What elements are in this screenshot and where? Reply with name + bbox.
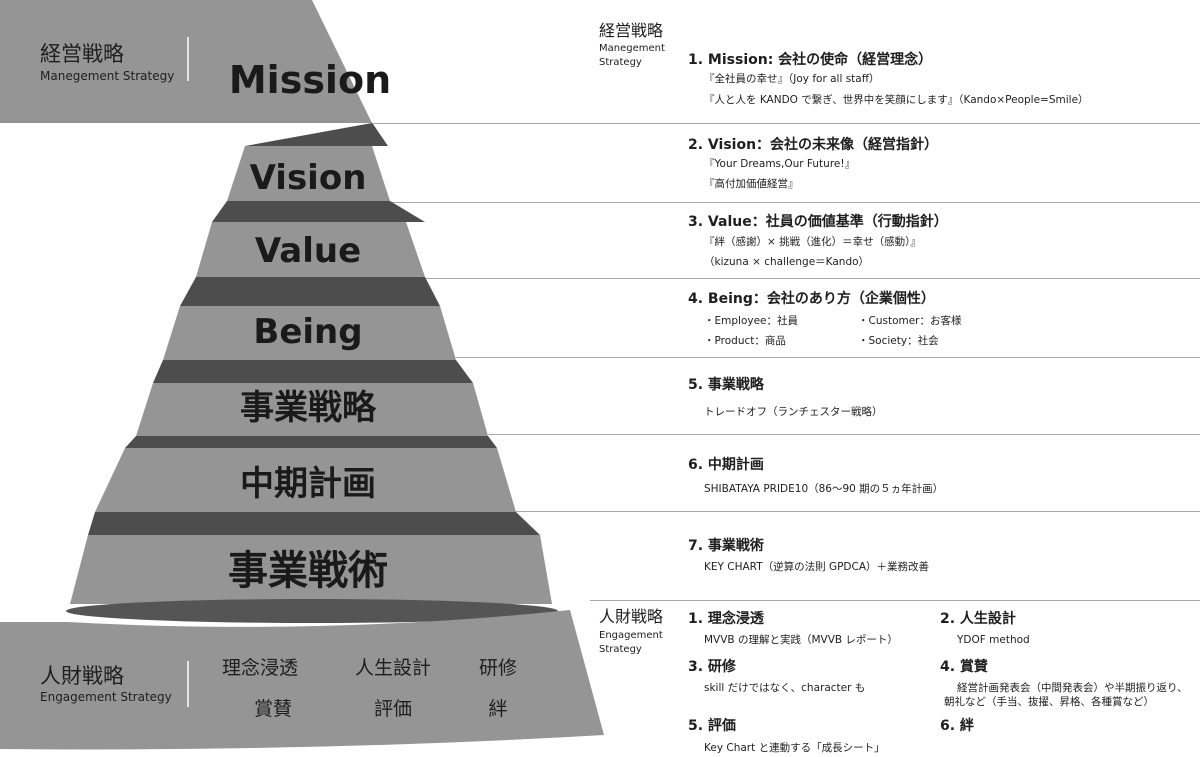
layer-business-tactics: [70, 535, 552, 604]
item-business-strategy-title: 5. 事業戦略: [688, 377, 764, 393]
item-business-strategy-line-1: トレードオフ（ランチェスター戦略）: [704, 406, 883, 418]
management-title-en: Manegement Strategy: [40, 69, 175, 83]
layer-label-mission: Mission: [228, 58, 392, 102]
item-mission-title: 1. Mission: 会社の使命（経営理念）: [688, 52, 933, 68]
item-value-line-1: 『絆（感謝）× 挑戦（進化）＝幸せ（感動）』: [704, 236, 921, 248]
layer-label-mid-term-plan: 中期計画: [240, 464, 376, 504]
item-value-title: 3. Value：社員の価値基準（行動指針）: [688, 214, 948, 230]
eng-item-philosophy-line-1: MVVB の理解と実践（MVVB レポート）: [704, 634, 898, 646]
mission-block: [0, 0, 372, 123]
eng-item-praise-line-2: 朝礼など（手当、抜擢、昇格、各種賞など）: [944, 696, 1154, 708]
engagement-header-jp: 人財戦略: [599, 607, 664, 626]
eng-item-bond-title: 6. 絆: [940, 718, 974, 734]
engagement-title-jp: 人財戦略: [40, 664, 124, 688]
item-vision-line-2: 『高付加価値経営』: [704, 178, 799, 190]
layer-being: [163, 306, 456, 360]
item-mid-term-plan-line-1: SHIBATAYA PRIDE10（86～90 期の５ヵ年計画）: [704, 483, 944, 495]
item-being-bullet-product: ・Product：商品: [704, 335, 786, 347]
eng-item-evaluation-line-1: Key Chart と連動する「成長シート」: [704, 742, 885, 754]
layer-mid-term-plan: [95, 448, 516, 512]
cell-praise: 賞賛: [253, 698, 292, 720]
item-being-title: 4. Being：会社のあり方（企業個性）: [688, 291, 935, 307]
item-value-line-2: （kizuna × challenge＝Kando）: [704, 256, 870, 268]
layer-vision: [227, 146, 390, 201]
item-mid-term-plan-title: 6. 中期計画: [688, 457, 764, 473]
item-mission-line-2: 『人と人を KANDO で繋ぎ、世界中を笑顔にします』（Kando×People…: [704, 94, 1089, 106]
management-header-jp: 経営戦略: [599, 21, 664, 40]
layer-label-business-tactics: 事業戦術: [228, 548, 388, 594]
eng-item-philosophy-title: 1. 理念浸透: [688, 611, 764, 627]
layer-business-strategy: [136, 383, 488, 436]
item-business-tactics-line-1: KEY CHART（逆算の法則 GPDCA）＋業務改善: [704, 561, 930, 573]
engagement-header-en-2: Strategy: [599, 644, 642, 655]
engagement-block: [0, 610, 604, 750]
eng-item-praise-line-1: 経営計画発表会（中間発表会）や半期振り返り、: [957, 682, 1188, 694]
item-vision-line-1: 『Your Dreams,Our Future!』: [704, 158, 856, 170]
connector-6: [88, 512, 540, 535]
item-being-bullet-employee: ・Employee：社員: [704, 315, 799, 327]
item-business-tactics-title: 7. 事業戦術: [688, 538, 764, 554]
cell-training: 研修: [478, 657, 517, 679]
layer-label-value: Value: [254, 231, 362, 271]
cell-philosophy: 理念浸透: [221, 657, 298, 679]
connector-5: [125, 436, 497, 448]
connector-4: [153, 360, 473, 383]
connectors: [88, 123, 540, 535]
management-header-en-1: Manegement: [599, 43, 665, 54]
eng-item-praise-title: 4. 賞賛: [940, 659, 988, 675]
item-vision-title: 2. Vision：会社の未来像（経営指針）: [688, 137, 939, 153]
eng-item-training-line-1: skill だけではなく、character も: [704, 682, 866, 694]
item-mission-line-1: 『全社員の幸せ』（Joy for all staff）: [704, 73, 880, 85]
cell-evaluation: 評価: [373, 698, 412, 720]
layer-label-being: Being: [253, 312, 363, 352]
eng-item-training-title: 3. 研修: [688, 659, 736, 675]
layer-label-vision: Vision: [249, 158, 367, 198]
eng-item-life-design-line-1: YDOF method: [957, 634, 1030, 646]
eng-item-life-design-title: 2. 人生設計: [940, 611, 1016, 627]
item-being-bullet-society: ・Society：社会: [858, 335, 939, 347]
eng-item-evaluation-title: 5. 評価: [688, 718, 736, 734]
connector-1: [245, 123, 388, 146]
cell-life-design: 人生設計: [354, 657, 431, 679]
engagement-title-en: Engagement Strategy: [40, 690, 172, 704]
engagement-header-en-1: Engagement: [599, 630, 663, 641]
connector-3: [180, 277, 440, 306]
management-title-jp: 経営戦略: [40, 42, 124, 66]
cell-bond: 絆: [488, 698, 508, 720]
item-being-bullet-customer: ・Customer：お客様: [858, 315, 962, 327]
management-header-en-2: Strategy: [599, 57, 642, 68]
layer-value: [196, 222, 425, 277]
base-ellipse: [66, 599, 558, 623]
connector-2: [212, 201, 425, 222]
row-rules: [372, 123, 1200, 601]
layer-label-business-strategy: 事業戦略: [240, 388, 376, 428]
